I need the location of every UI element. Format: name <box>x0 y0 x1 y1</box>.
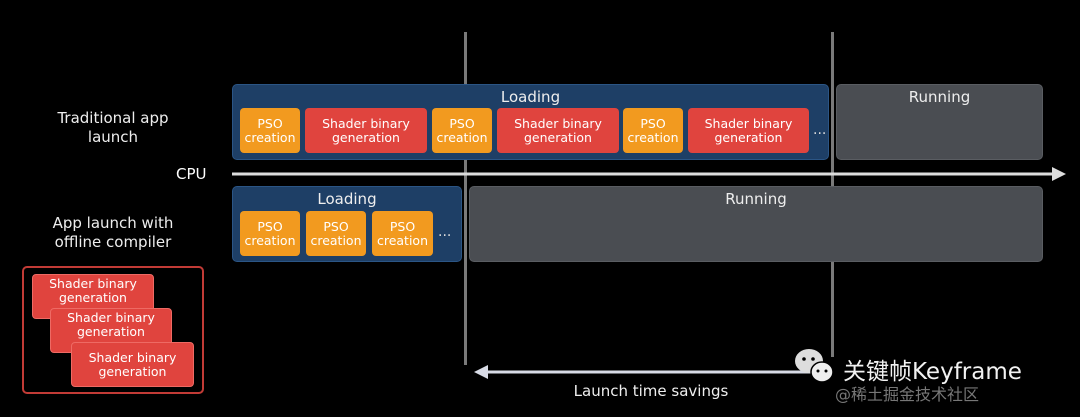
divider-line-left <box>464 32 467 365</box>
running-title: Running <box>908 88 971 106</box>
offline-running-panel: Running <box>469 186 1043 262</box>
pso-block: PSO creation <box>240 211 300 256</box>
pso-block: PSO creation <box>623 108 683 153</box>
offline-compiler-box <box>22 266 204 394</box>
shader-block: Shader binary generation <box>497 108 619 153</box>
pso-block: PSO creation <box>306 211 366 256</box>
ellipsis: ... <box>438 224 452 240</box>
pso-block: PSO creation <box>240 108 300 153</box>
savings-arrow <box>474 365 832 379</box>
loading-title: Loading <box>317 190 377 208</box>
loading-title: Loading <box>500 88 561 106</box>
pso-block: PSO creation <box>432 108 492 153</box>
running-title: Running <box>725 190 787 208</box>
cpu-axis-arrow <box>232 167 1066 181</box>
traditional-running-panel: Running <box>836 84 1043 160</box>
pso-block: PSO creation <box>372 211 433 256</box>
shader-block: Shader binary generation <box>688 108 809 153</box>
cpu-axis-label: CPU <box>176 165 207 183</box>
wechat-icon <box>795 349 834 383</box>
watermark-source: @稀土掘金技术社区 <box>835 385 980 404</box>
traditional-label: Traditional app launch <box>57 109 169 146</box>
shader-block: Shader binary generation <box>305 108 427 153</box>
offline-label: App launch with offline compiler <box>52 214 174 251</box>
ellipsis: ... <box>813 122 827 138</box>
savings-label: Launch time savings <box>573 382 729 400</box>
shader-card: Shader binary generation <box>71 342 194 387</box>
watermark-brand: 关键帧Keyframe <box>843 359 1022 385</box>
